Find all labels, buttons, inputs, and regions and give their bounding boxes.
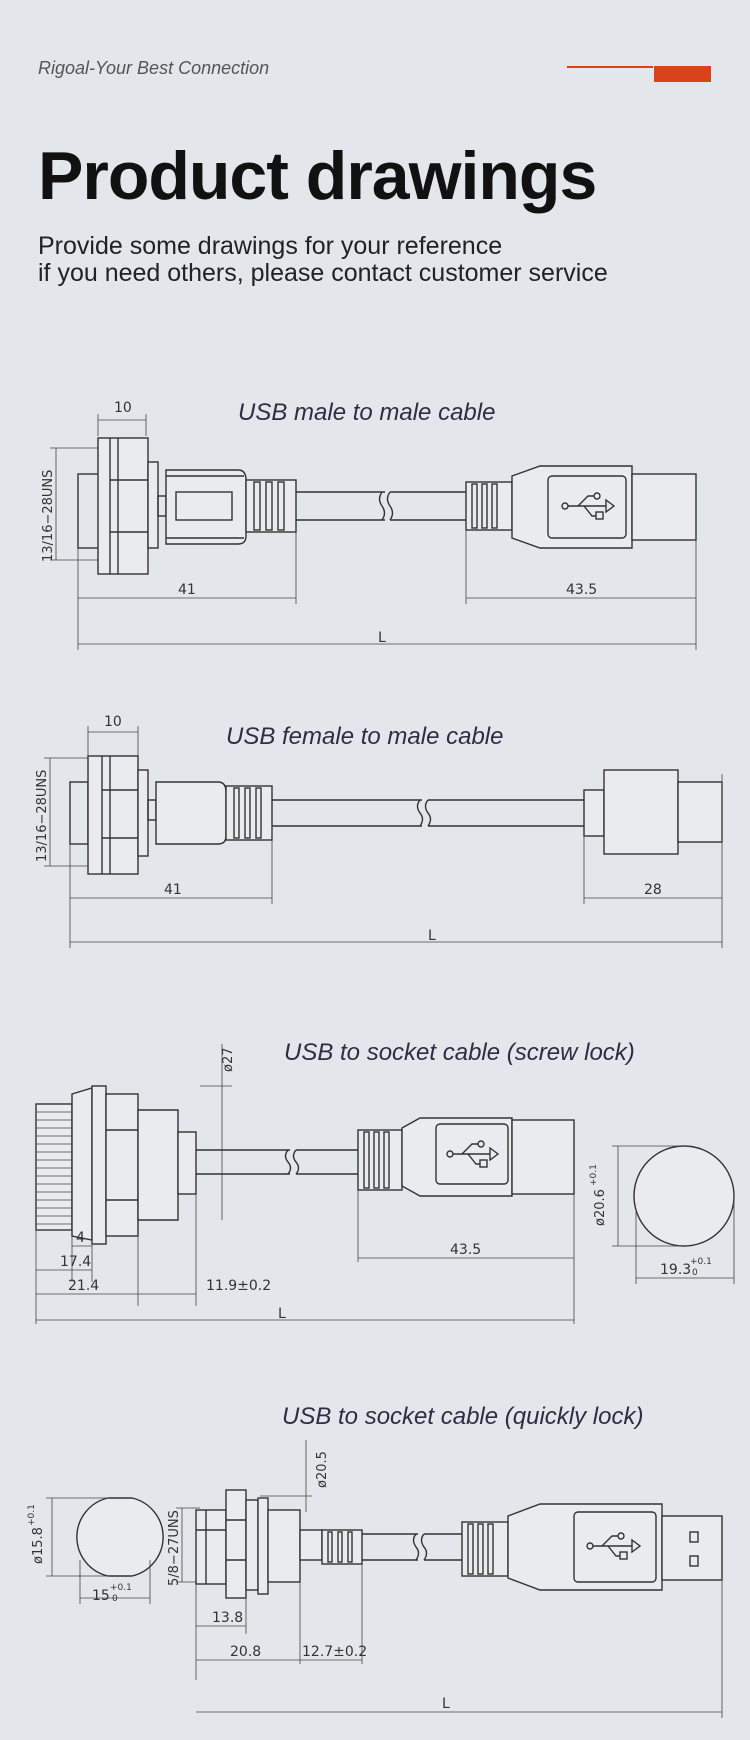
dimension-label: 17.4 [60, 1254, 91, 1270]
accent-line [567, 66, 653, 68]
dimension-label: L [442, 1696, 450, 1712]
dimension-label: 43.5 [450, 1242, 481, 1258]
dimension-label: 10 [114, 400, 132, 416]
tolerance-label: 0 [112, 1594, 118, 1604]
dimension-label: 13/16−28UNS [41, 470, 56, 562]
dimension-label: 41 [178, 582, 196, 598]
page-subtitle-line1: Provide some drawings for your reference [38, 232, 503, 260]
dimension-label: L [278, 1306, 286, 1322]
tolerance-label: +0.1 [589, 1164, 599, 1186]
usb-symbol-icon [586, 1532, 642, 1560]
tolerance-label: +0.1 [110, 1583, 132, 1593]
drawing-socket-screw-lock: USB to socket cable (screw lock) ø27 [35, 1039, 735, 1324]
dimension-label: 19.3 [660, 1262, 691, 1278]
dimension-label: 11.9±0.2 [206, 1278, 271, 1294]
dimension-label: ø20.5 [315, 1451, 330, 1488]
drawing-caption: USB to socket cable (screw lock) [284, 1039, 635, 1066]
dimension-label: ø27 [221, 1048, 236, 1073]
dimension-label: 5/8−27UNS [167, 1510, 182, 1586]
brand-tagline: Rigoal-Your Best Connection [38, 58, 270, 78]
page-title: Product drawings [38, 138, 597, 214]
dimension-label: 13.8 [212, 1610, 243, 1626]
dimension-label: ø15.8 [31, 1527, 46, 1564]
tolerance-label: 0 [692, 1268, 698, 1278]
page-subtitle-line2: if you need others, please contact custo… [38, 259, 608, 287]
usb-symbol-icon [446, 1140, 500, 1168]
dimension-label: 28 [644, 882, 662, 898]
socket-face-view [633, 1145, 735, 1247]
drawing-caption: USB female to male cable [226, 723, 503, 750]
dimension-label: 20.8 [230, 1644, 261, 1660]
drawing-female-to-male: USB female to male cable 10 13/16−28UNS [35, 714, 723, 948]
dimension-label: 41 [164, 882, 182, 898]
dimension-label: 43.5 [566, 582, 597, 598]
tolerance-label: +0.1 [690, 1257, 712, 1267]
dimension-label: L [378, 630, 386, 646]
accent-block [654, 66, 711, 82]
dimension-label: 12.7±0.2 [302, 1644, 367, 1660]
drawing-caption: USB male to male cable [238, 399, 495, 426]
dimension-label: 4 [76, 1230, 85, 1246]
dimension-label: 10 [104, 714, 122, 730]
dimension-label: ø20.6 [593, 1189, 608, 1226]
drawing-socket-quick-lock: USB to socket cable (quickly lock) ø20.5… [27, 1403, 723, 1718]
socket-face-view [76, 1497, 164, 1577]
dimension-label: 21.4 [68, 1278, 99, 1294]
tolerance-label: +0.1 [27, 1504, 37, 1526]
dimension-label: L [428, 928, 436, 944]
usb-symbol-icon [561, 492, 616, 520]
dimension-label: 15 [92, 1588, 110, 1604]
drawing-male-to-male: USB male to male cable 10 13/16−28UNS [41, 399, 697, 650]
drawing-caption: USB to socket cable (quickly lock) [282, 1403, 643, 1430]
dimension-label: 13/16−28UNS [35, 770, 50, 862]
